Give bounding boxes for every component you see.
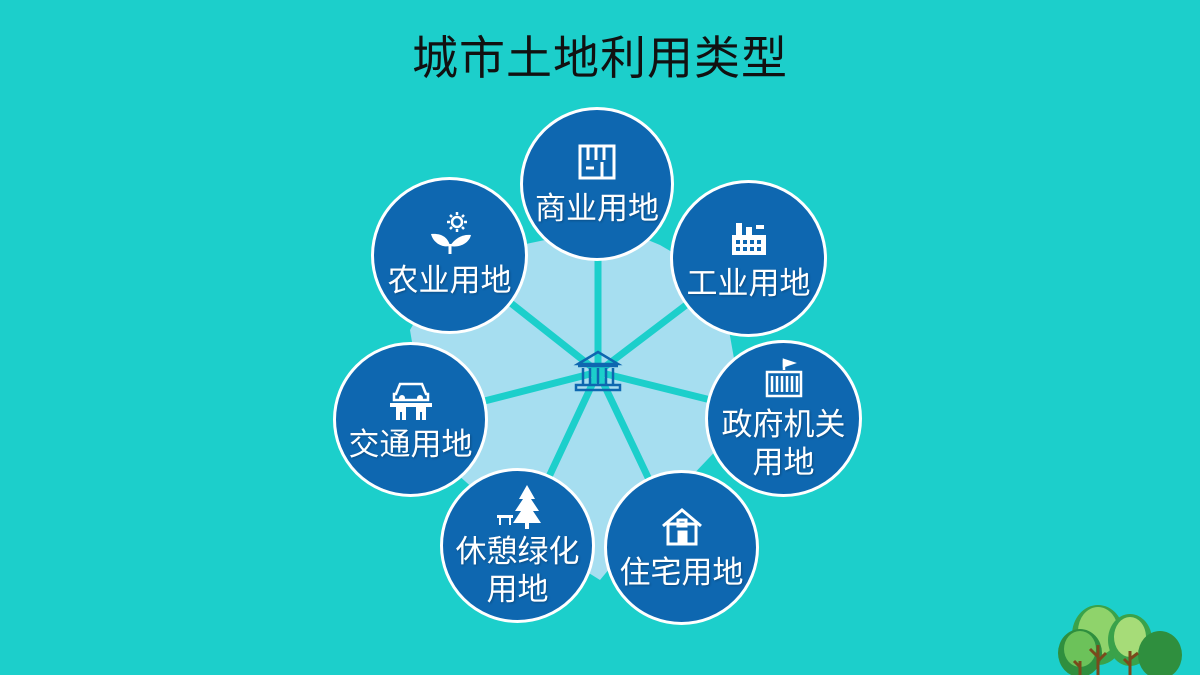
node-label: 住宅用地: [619, 554, 744, 591]
house-icon: [661, 507, 702, 545]
node-label: 农业用地: [387, 262, 512, 299]
tree-bench-icon: [496, 484, 541, 529]
node-government: 政府机关用地: [705, 340, 862, 497]
page-title: 城市土地利用类型: [412, 31, 788, 85]
sun-sprout-icon: [430, 211, 471, 254]
car-bridge-icon: [389, 382, 432, 420]
node-label: 交通用地: [348, 426, 473, 463]
node-industrial: 工业用地: [670, 180, 827, 337]
node-agricultural: 农业用地: [371, 177, 528, 334]
node-label: 政府机关用地: [721, 406, 846, 481]
node-label: 休憩绿化用地: [455, 533, 580, 608]
decorative-trees-icon: [1058, 605, 1182, 675]
node-commercial: 商业用地: [520, 107, 674, 261]
node-label: 工业用地: [686, 265, 811, 302]
government-building-icon: [573, 350, 623, 392]
node-transport: 交通用地: [333, 342, 488, 497]
shop-icon: [578, 144, 616, 180]
government-office-icon: [765, 357, 802, 397]
node-residential: 住宅用地: [604, 470, 759, 625]
factory-icon: [731, 222, 766, 255]
node-green-space: 休憩绿化用地: [440, 468, 595, 623]
node-label: 商业用地: [535, 191, 659, 227]
